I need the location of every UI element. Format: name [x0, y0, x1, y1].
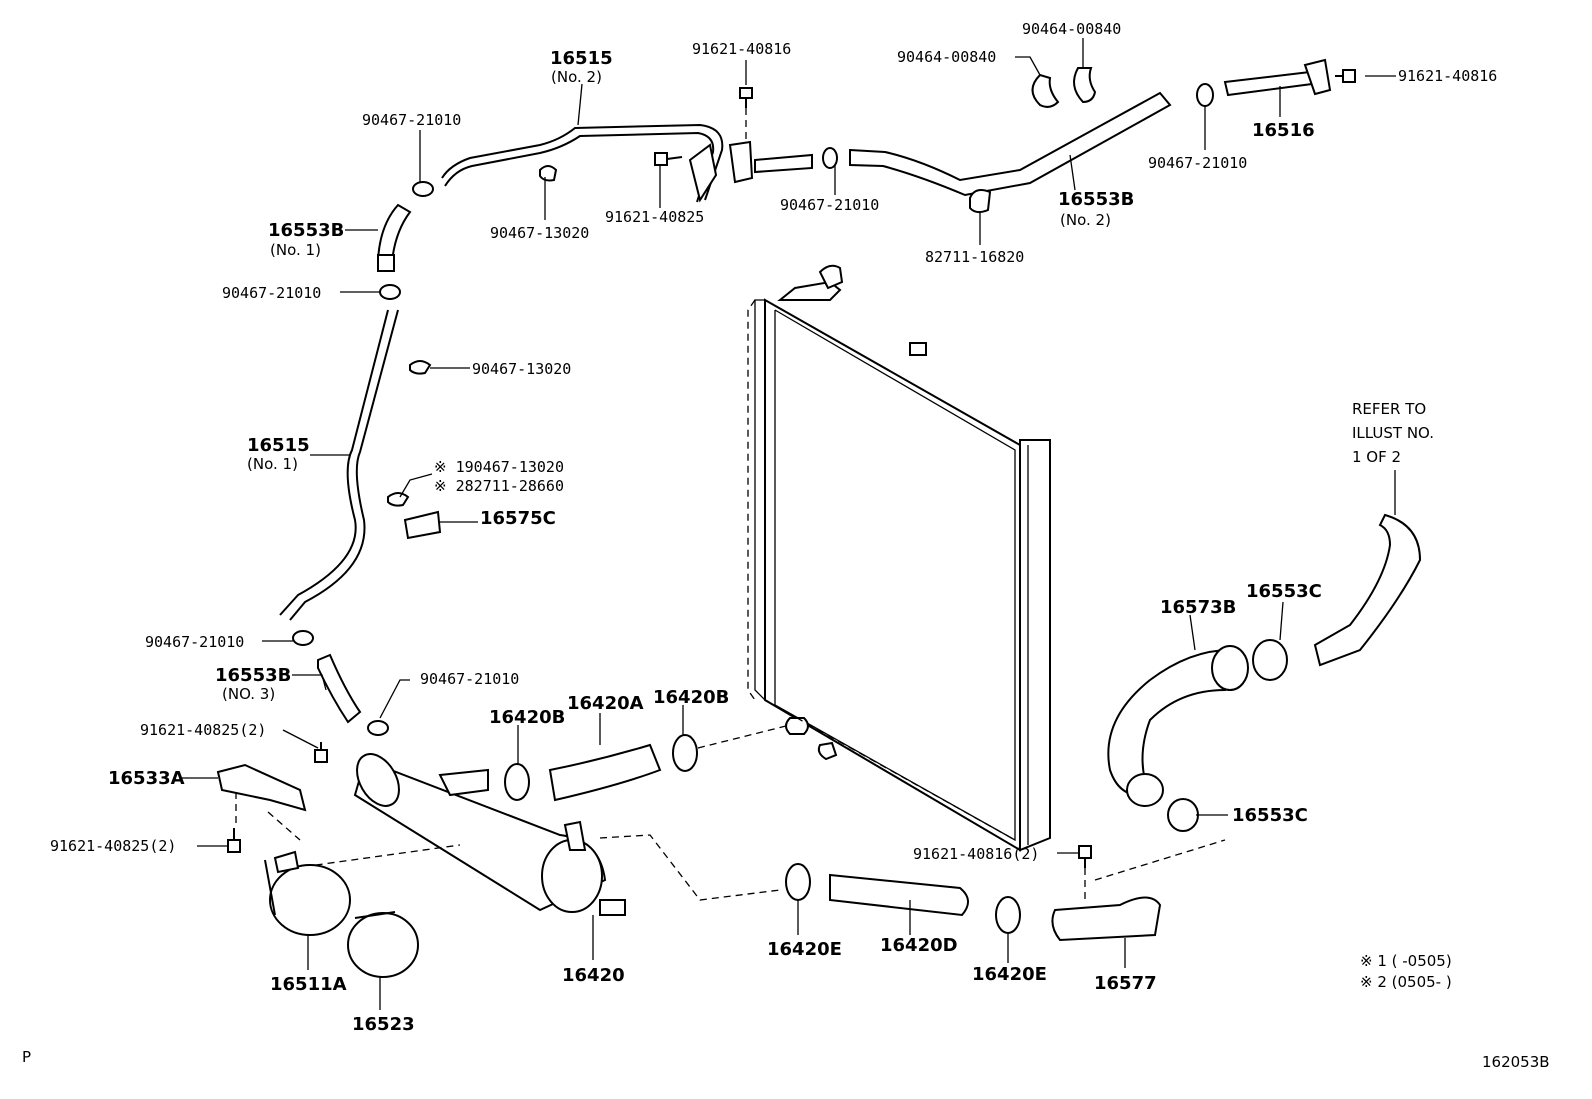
- label-16573b: 16573B: [1160, 597, 1236, 618]
- leader-lines: [180, 38, 1396, 1010]
- clamp-16420b[interactable]: [504, 734, 698, 801]
- label-16515-top: 16515: [550, 48, 613, 69]
- label-16553b-no3: 16553B: [215, 665, 291, 686]
- pipe-16577[interactable]: [1051, 896, 1162, 942]
- figure-id: 162053B: [1482, 1053, 1550, 1071]
- radiator[interactable]: [754, 264, 1051, 852]
- hose-16553b-no3[interactable]: [317, 653, 362, 724]
- label-16515-no1-sub: (No. 1): [247, 455, 298, 473]
- label-note-2: ※ 282711-28660: [434, 477, 564, 495]
- label-16515-no1: 16515: [247, 435, 310, 456]
- label-16516: 16516: [1252, 120, 1315, 141]
- legend-1: ※ 1 ( -0505): [1360, 952, 1452, 970]
- hose-16573b[interactable]: [1107, 645, 1249, 807]
- hose-16553b-no1[interactable]: [376, 203, 412, 272]
- hose-16553b-no2[interactable]: [754, 91, 1172, 197]
- label-16420b-left: 16420B: [489, 707, 565, 728]
- label-90467-21010-mid: 90467-21010: [780, 196, 879, 214]
- bracket-16533a[interactable]: [216, 763, 307, 812]
- clamp-small[interactable]: [292, 67, 1214, 736]
- label-91621-40825-top: 91621-40825: [605, 208, 704, 226]
- label-16577: 16577: [1094, 973, 1157, 994]
- legend-2: ※ 2 (0505- ): [1360, 973, 1452, 991]
- hose-16515-no2[interactable]: [441, 123, 724, 203]
- bracket-16575c[interactable]: [403, 510, 442, 540]
- corner-p: P: [22, 1048, 31, 1066]
- label-16515-top-sub: (No. 2): [551, 68, 602, 86]
- label-16553b-no2-sub: (No. 2): [1060, 211, 1111, 229]
- label-16553b-no3-sub: (NO. 3): [222, 685, 275, 703]
- label-16553c-top: 16553C: [1246, 581, 1322, 602]
- hose-upper-right[interactable]: [1313, 513, 1422, 667]
- label-91621-40816-top: 91621-40816: [692, 40, 791, 58]
- label-16523: 16523: [352, 1014, 415, 1035]
- label-16553b-no1-sub: (No. 1): [270, 241, 321, 259]
- label-16575c: 16575C: [480, 508, 556, 529]
- pipe-16516[interactable]: [1223, 58, 1332, 97]
- label-90467-21010-low2: 90467-21010: [420, 670, 519, 688]
- label-90467-21010-right: 90467-21010: [1148, 154, 1247, 172]
- band-16511a[interactable]: [264, 850, 351, 936]
- label-91621-40825-2b: 91621-40825(2): [50, 837, 176, 855]
- label-91621-40816-right: 91621-40816: [1398, 67, 1497, 85]
- refer-line-3: 1 OF 2: [1352, 448, 1401, 466]
- label-16420b-right: 16420B: [653, 687, 729, 708]
- bracket-top[interactable]: [688, 140, 754, 203]
- label-16553c-bottom: 16553C: [1232, 805, 1308, 826]
- label-16533a: 16533A: [108, 768, 185, 789]
- part-labels: 16515 (No. 2) 91621-40816 90464-00840 90…: [22, 20, 1550, 1071]
- hose-16420d[interactable]: [829, 873, 969, 917]
- hose-16515-no1[interactable]: [279, 309, 399, 621]
- label-82711-16820: 82711-16820: [925, 248, 1024, 266]
- label-90467-21010-low: 90467-21010: [145, 633, 244, 651]
- label-90467-13020-top: 90467-13020: [490, 224, 589, 242]
- clamp-16553c[interactable]: [1167, 639, 1288, 832]
- label-90467-21010-tl: 90467-21010: [362, 111, 461, 129]
- label-16511a: 16511A: [270, 974, 347, 995]
- label-16420e-left: 16420E: [767, 939, 842, 960]
- label-90464-00840-a: 90464-00840: [1022, 20, 1121, 38]
- label-16420d: 16420D: [880, 935, 958, 956]
- band-16523[interactable]: [347, 911, 419, 978]
- bolt[interactable]: [227, 69, 1356, 868]
- label-16553b-no1: 16553B: [268, 220, 344, 241]
- oil-cooler-16420[interactable]: [348, 747, 626, 916]
- label-91621-40825-2a: 91621-40825(2): [140, 721, 266, 739]
- label-91621-40816-2: 91621-40816(2): [913, 845, 1039, 863]
- label-90467-13020-left: 90467-13020: [472, 360, 571, 378]
- label-90467-21010-left: 90467-21010: [222, 284, 321, 302]
- refer-line-2: ILLUST NO.: [1352, 424, 1434, 442]
- label-16553b-no2: 16553B: [1058, 189, 1134, 210]
- label-16420e-right: 16420E: [972, 964, 1047, 985]
- label-note-1: ※ 190467-13020: [434, 458, 564, 476]
- label-90464-00840-b: 90464-00840: [897, 48, 996, 66]
- hose-16420a[interactable]: [548, 743, 662, 802]
- clamp-16420e[interactable]: [785, 863, 1021, 934]
- label-16420a: 16420A: [567, 693, 644, 714]
- label-16420: 16420: [562, 965, 625, 986]
- refer-line-1: REFER TO: [1352, 400, 1426, 418]
